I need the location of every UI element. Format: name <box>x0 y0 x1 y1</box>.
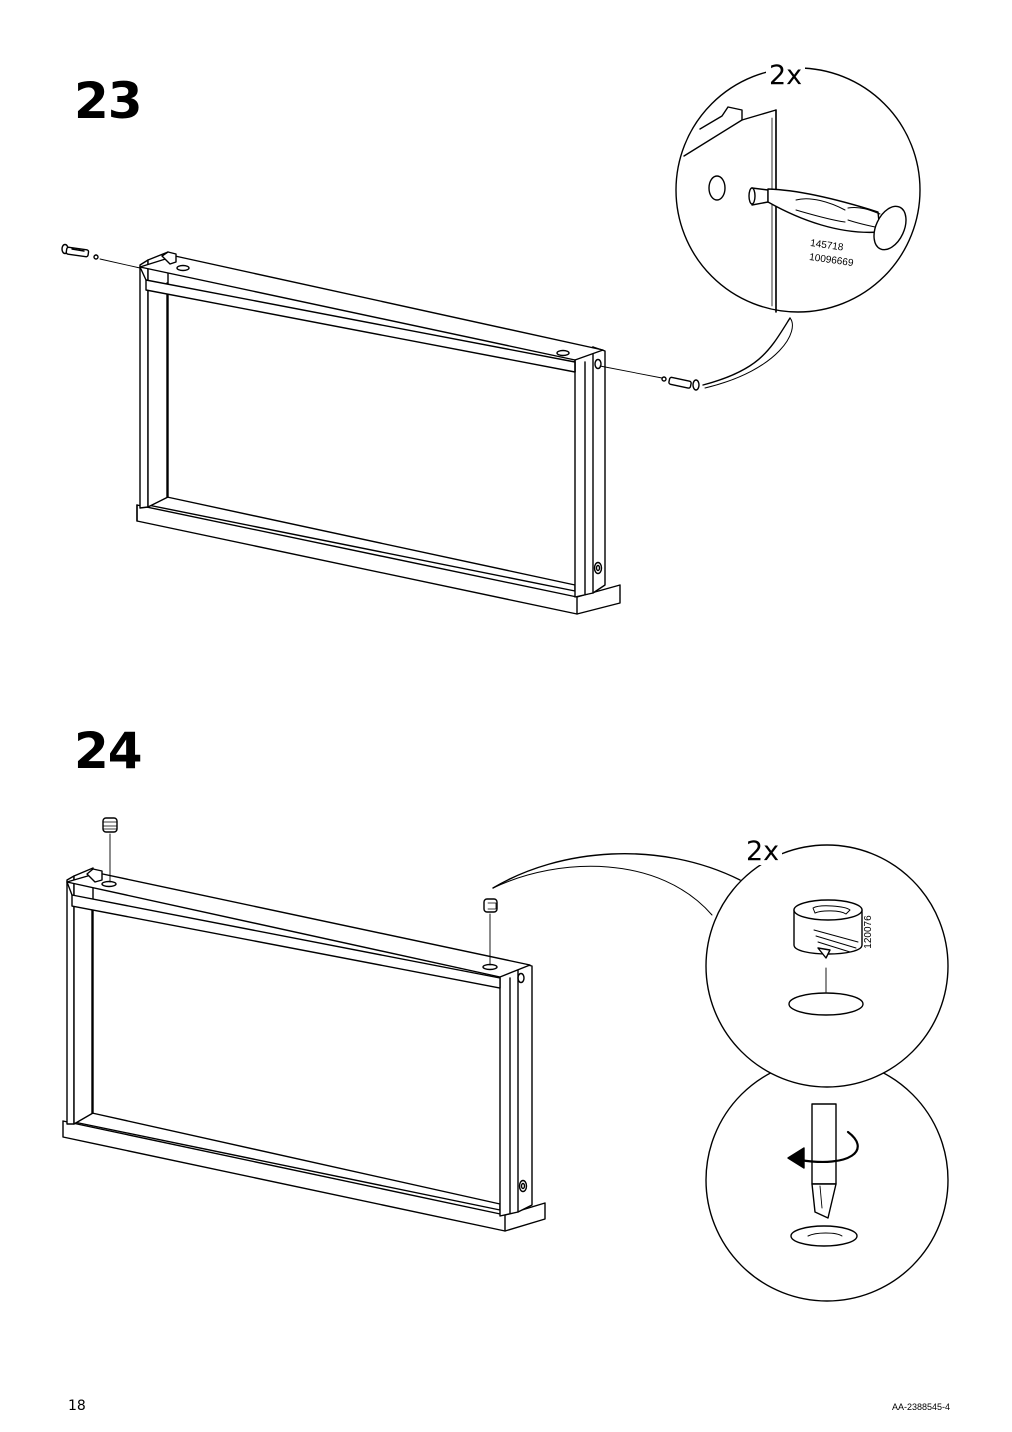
step23-right-screw <box>600 366 699 390</box>
step23-frame <box>137 252 620 614</box>
step24-left-cam-lock <box>103 818 117 882</box>
step24-right-cam-lock <box>484 899 497 965</box>
document-code: AA-2388545-4 <box>891 1402 950 1412</box>
step-number-23: 23 <box>74 72 143 130</box>
step23-left-screw <box>62 245 140 269</box>
step24-detail-callout <box>493 845 948 1301</box>
step24-quantity-label: 2x <box>743 838 783 865</box>
step24-frame <box>63 868 545 1231</box>
page-number: 18 <box>68 1398 86 1414</box>
step-number-24: 24 <box>74 722 143 780</box>
step23-quantity-label: 2x <box>766 62 806 89</box>
step24-part-number: 120076 <box>863 915 874 949</box>
step23-detail-callout <box>676 68 920 388</box>
